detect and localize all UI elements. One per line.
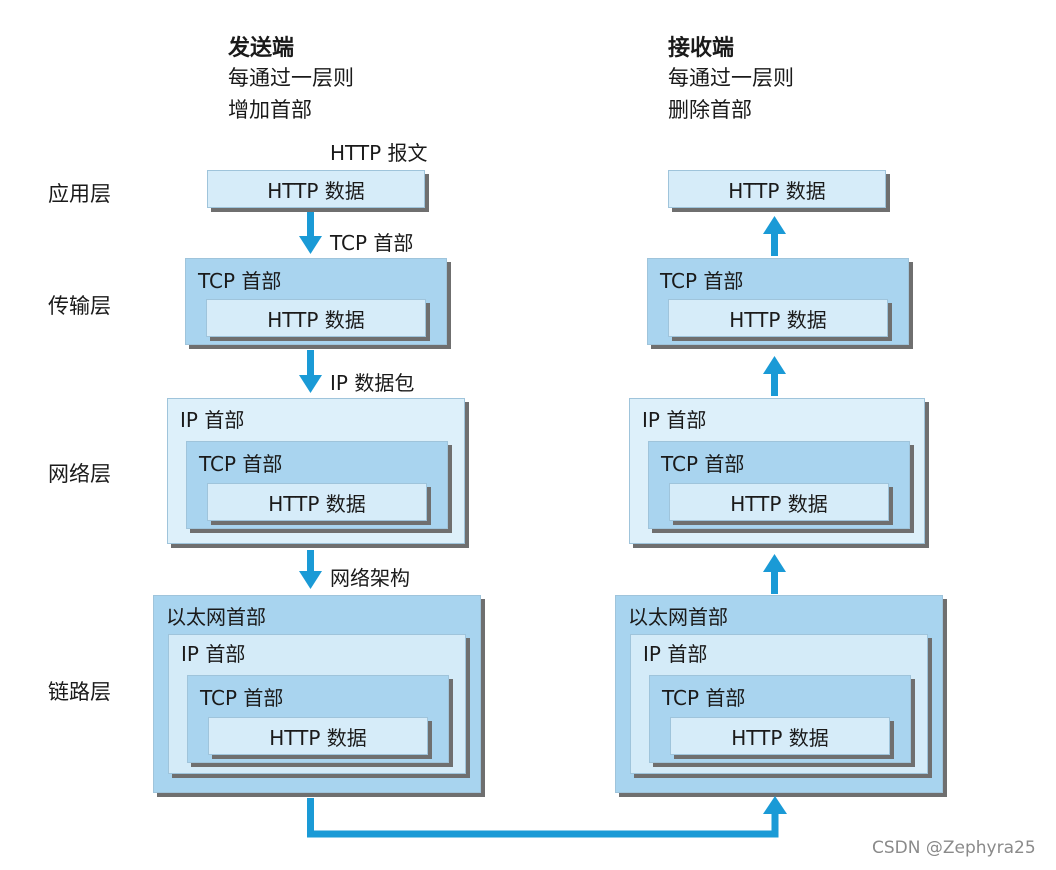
sender-link-ip-box: IP 首部 TCP 首部 HTTP 数据 — [168, 634, 466, 774]
receiver-link-tcp-label: TCP 首部 — [662, 686, 746, 710]
sender-link-ethernet-label: 以太网首部 — [166, 605, 266, 629]
arrow-up-link-to-network — [763, 554, 786, 594]
sender-network-http-box: HTTP 数据 — [207, 483, 427, 521]
receiver-link-ethernet-box: 以太网首部 IP 首部 TCP 首部 HTTP 数据 — [615, 595, 943, 793]
http-message-label: HTTP 报文 — [330, 141, 428, 165]
sender-network-ip-label: IP 首部 — [180, 408, 245, 432]
layer-label-application: 应用层 — [48, 182, 111, 206]
receiver-network-ip-label: IP 首部 — [642, 408, 707, 432]
sender-link-http-box: HTTP 数据 — [208, 717, 428, 755]
sender-network-tcp-box: TCP 首部 HTTP 数据 — [186, 441, 448, 529]
receiver-link-http-box: HTTP 数据 — [670, 717, 890, 755]
sender-desc-line1: 每通过一层则 — [228, 66, 354, 90]
receiver-link-tcp-box: TCP 首部 HTTP 数据 — [649, 675, 911, 763]
sender-link-tcp-box: TCP 首部 HTTP 数据 — [187, 675, 449, 763]
sender-link-ethernet-box: 以太网首部 IP 首部 TCP 首部 HTTP 数据 — [153, 595, 481, 793]
receiver-link-ip-label: IP 首部 — [643, 642, 708, 666]
receiver-transport-http-label: HTTP 数据 — [729, 307, 827, 332]
arrow-up-network-to-transport — [763, 356, 786, 396]
network-frame-step-label: 网络架构 — [330, 566, 410, 590]
receiver-title: 接收端 — [668, 36, 735, 61]
sender-link-tcp-label: TCP 首部 — [200, 686, 284, 710]
arrow-up-transport-to-app — [763, 216, 786, 256]
receiver-transport-http-box: HTTP 数据 — [668, 299, 888, 337]
receiver-desc-line2: 删除首部 — [668, 98, 752, 122]
sender-desc-line2: 增加首部 — [228, 98, 312, 122]
sender-title: 发送端 — [228, 36, 295, 61]
sender-app-http-label: HTTP 数据 — [267, 178, 365, 203]
layer-label-link: 链路层 — [48, 680, 111, 704]
watermark: CSDN @Zephyra25 — [872, 838, 1036, 858]
arrow-up-into-receiver-link — [763, 796, 787, 814]
layer-label-network: 网络层 — [48, 462, 111, 486]
arrow-down-app-to-transport — [299, 212, 322, 254]
layer-label-transport: 传输层 — [48, 294, 111, 318]
receiver-network-tcp-label: TCP 首部 — [661, 452, 745, 476]
arrow-down-network-to-link — [299, 550, 322, 589]
receiver-network-http-label: HTTP 数据 — [730, 491, 828, 516]
receiver-app-http-label: HTTP 数据 — [728, 178, 826, 203]
sender-transport-http-box: HTTP 数据 — [206, 299, 426, 337]
receiver-link-ip-box: IP 首部 TCP 首部 HTTP 数据 — [630, 634, 928, 774]
ip-packet-step-label: IP 数据包 — [330, 371, 415, 395]
link-connector-line — [307, 798, 779, 838]
sender-network-tcp-label: TCP 首部 — [199, 452, 283, 476]
sender-network-ip-box: IP 首部 TCP 首部 HTTP 数据 — [167, 398, 465, 544]
sender-app-http-box: HTTP 数据 — [207, 170, 425, 208]
tcp-header-step-label: TCP 首部 — [330, 231, 414, 255]
receiver-app-http-box: HTTP 数据 — [668, 170, 886, 208]
sender-network-http-label: HTTP 数据 — [268, 491, 366, 516]
receiver-desc-line1: 每通过一层则 — [668, 66, 794, 90]
receiver-transport-tcp-box: TCP 首部 HTTP 数据 — [647, 258, 909, 345]
sender-link-ip-label: IP 首部 — [181, 642, 246, 666]
receiver-link-http-label: HTTP 数据 — [731, 725, 829, 750]
receiver-network-http-box: HTTP 数据 — [669, 483, 889, 521]
sender-transport-http-label: HTTP 数据 — [267, 307, 365, 332]
receiver-network-tcp-box: TCP 首部 HTTP 数据 — [648, 441, 910, 529]
arrow-down-transport-to-network — [299, 350, 322, 393]
sender-link-http-label: HTTP 数据 — [269, 725, 367, 750]
receiver-network-ip-box: IP 首部 TCP 首部 HTTP 数据 — [629, 398, 925, 544]
receiver-link-ethernet-label: 以太网首部 — [628, 605, 728, 629]
receiver-transport-tcp-label: TCP 首部 — [660, 269, 744, 293]
sender-transport-tcp-box: TCP 首部 HTTP 数据 — [185, 258, 447, 345]
sender-transport-tcp-label: TCP 首部 — [198, 269, 282, 293]
